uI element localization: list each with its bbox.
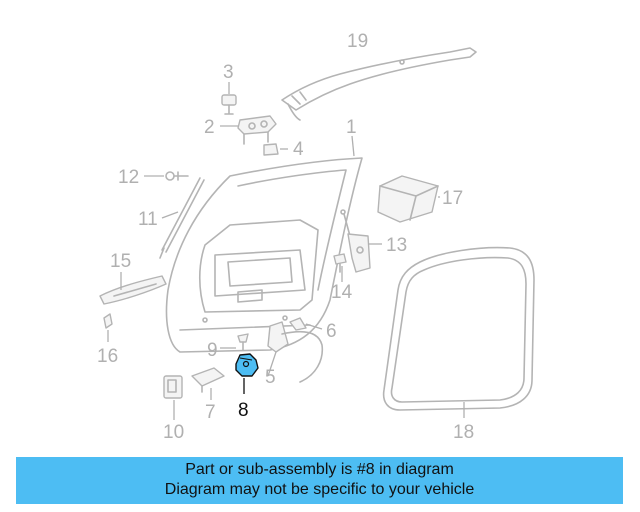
info-banner: Part or sub-assembly is #8 in diagram Di… bbox=[16, 457, 623, 504]
banner-line-1: Part or sub-assembly is #8 in diagram bbox=[185, 461, 454, 478]
callout-14: 14 bbox=[331, 282, 353, 303]
callout-3: 3 bbox=[223, 62, 234, 83]
banner-line-2: Diagram may not be specific to your vehi… bbox=[164, 481, 475, 498]
part-1-liftgate[interactable] bbox=[165, 157, 363, 353]
part-4-clip[interactable] bbox=[263, 143, 279, 156]
part-6-grommet[interactable] bbox=[289, 317, 307, 331]
part-3-bolt[interactable] bbox=[221, 94, 237, 115]
callout-13: 13 bbox=[386, 235, 407, 256]
part-19-rail[interactable] bbox=[281, 47, 477, 121]
part-17-module[interactable] bbox=[377, 175, 439, 223]
leader-11 bbox=[161, 211, 179, 219]
callout-16: 16 bbox=[97, 346, 118, 367]
callout-17: 17 bbox=[442, 188, 463, 209]
callout-7: 7 bbox=[205, 402, 216, 423]
part-12-ball-stud[interactable] bbox=[165, 171, 189, 181]
parts-diagram: 19 3 2 4 1 12 17 11 13 15 14 6 9 16 5 8 … bbox=[97, 31, 535, 443]
part-10-switch-box[interactable] bbox=[163, 375, 183, 399]
part-8-highlighted[interactable] bbox=[235, 353, 259, 377]
callout-6: 6 bbox=[326, 321, 337, 342]
callout-10: 10 bbox=[163, 422, 184, 443]
callout-9: 9 bbox=[207, 340, 218, 361]
part-15-handle[interactable] bbox=[99, 275, 167, 305]
callout-19: 19 bbox=[347, 31, 368, 52]
callout-11: 11 bbox=[138, 209, 158, 230]
callout-8: 8 bbox=[238, 400, 249, 421]
part-14-switch[interactable] bbox=[333, 253, 347, 273]
part-13-latch[interactable] bbox=[340, 209, 371, 273]
callout-18: 18 bbox=[453, 422, 474, 443]
leader-5 bbox=[267, 351, 277, 377]
callout-15: 15 bbox=[110, 251, 131, 272]
leader-6 bbox=[305, 323, 323, 330]
part-5-striker[interactable] bbox=[267, 321, 324, 383]
callout-2: 2 bbox=[204, 117, 215, 138]
part-11-strut[interactable] bbox=[159, 177, 205, 259]
callout-5: 5 bbox=[265, 367, 276, 388]
part-9-pin[interactable] bbox=[237, 333, 249, 351]
callout-1: 1 bbox=[346, 117, 357, 138]
part-16-plug[interactable] bbox=[103, 313, 113, 329]
callout-4: 4 bbox=[293, 139, 304, 160]
leader-1 bbox=[351, 135, 355, 157]
part-7-bracket[interactable] bbox=[191, 367, 225, 393]
part-2-hinge[interactable] bbox=[237, 115, 277, 145]
callout-12: 12 bbox=[118, 167, 139, 188]
part-18-weatherstrip[interactable] bbox=[382, 246, 535, 411]
